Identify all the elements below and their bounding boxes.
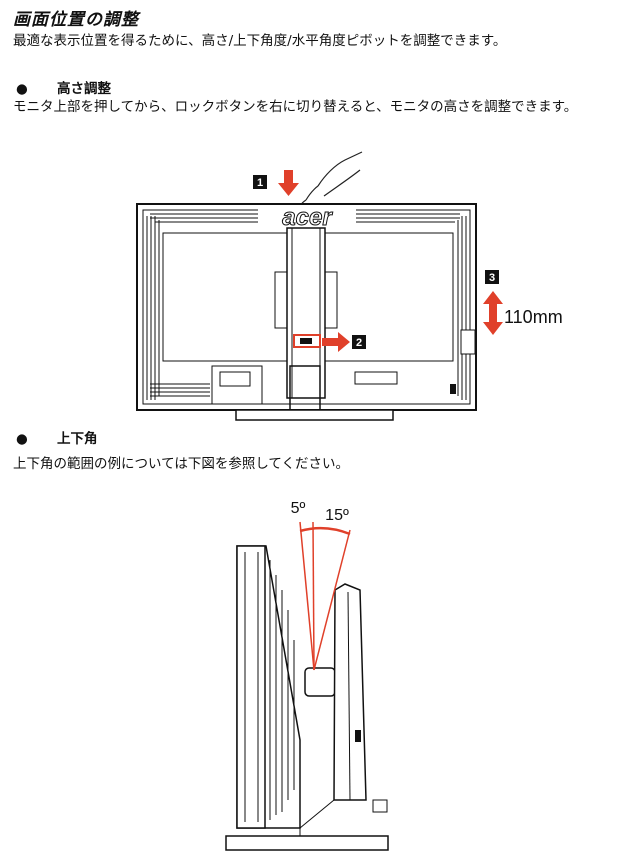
- step-2-label: 2: [356, 337, 362, 349]
- step-3-badge: [485, 270, 499, 284]
- height-range-arrow: [483, 291, 503, 335]
- forward-angle-label: 5º: [291, 500, 306, 517]
- section-heading: 高さ調整: [57, 81, 111, 97]
- stand-column: [333, 583, 367, 801]
- monitor-back: [136, 203, 477, 411]
- tilt-line-back: [313, 529, 351, 671]
- monitor-panel-side: [236, 545, 301, 829]
- tilt-arc: [299, 526, 351, 536]
- intro-text: 最適な表示位置を得るために、高さ/上下角度/水平角度ピボットを調整できます。: [13, 33, 507, 49]
- step-2-badge: [352, 335, 366, 349]
- stand-base: [225, 835, 389, 851]
- bullet: ●: [16, 81, 28, 97]
- vent-hatching: [146, 213, 467, 400]
- section-description: モニタ上部を押してから、ロックボタンを右に切り替えると、モニタの高さを調整できま…: [13, 99, 578, 115]
- section-tilt: ● 上下角: [13, 427, 98, 447]
- bullet: ●: [16, 431, 28, 447]
- hand-illustration: [299, 151, 363, 211]
- lock-button: [293, 334, 321, 348]
- section-description: 上下角の範囲の例については下図を参照してください。: [13, 456, 350, 472]
- acer-logo: acer: [282, 204, 333, 231]
- tilt-line-forward: [299, 521, 315, 671]
- section-height: ● 高さ調整: [13, 77, 111, 97]
- back-angle-label: 15º: [325, 507, 349, 524]
- section-heading: 上下角: [57, 431, 98, 447]
- tilt-line-upright: [312, 521, 315, 671]
- step-3-label: 3: [489, 272, 495, 284]
- page-title: 画面位置の調整: [13, 10, 139, 30]
- lock-right-arrow: [322, 332, 350, 352]
- push-down-arrow: [278, 170, 299, 196]
- height-range-label: 110mm: [504, 307, 563, 327]
- step-1-label: 1: [257, 177, 263, 189]
- step-1-badge: [253, 175, 267, 189]
